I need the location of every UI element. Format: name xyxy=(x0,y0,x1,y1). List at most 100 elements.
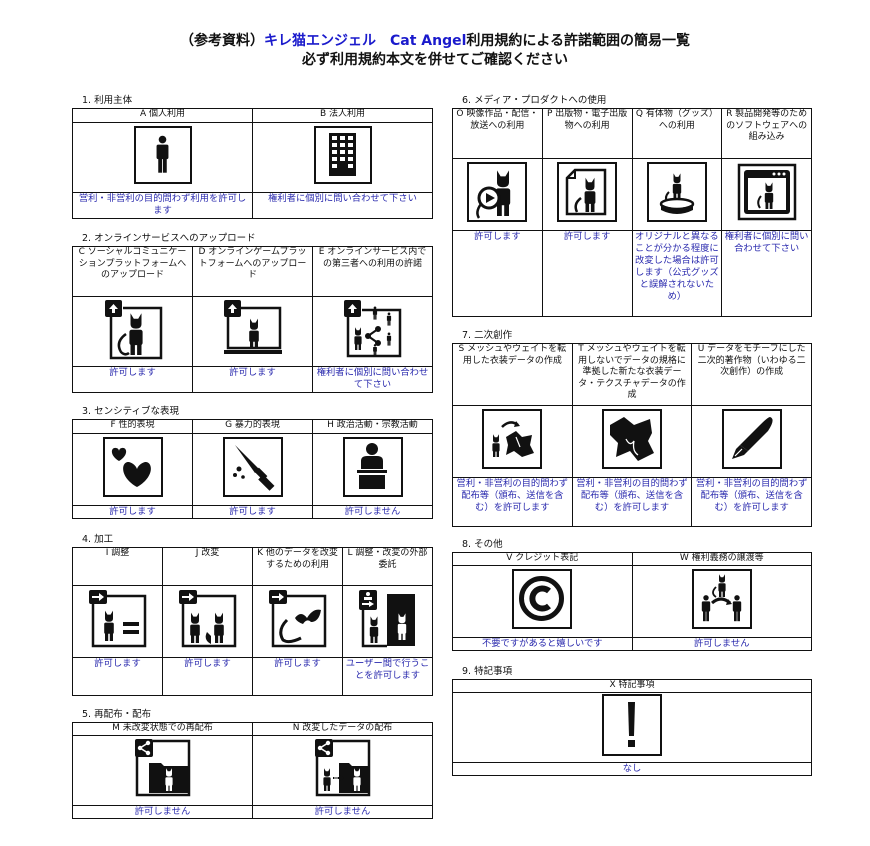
permission-table: M 未改変状態での再配布 N 改変したデータの配布 xyxy=(72,722,433,819)
permission-table: A 個人利用 B 法人利用 営利・非営利の目的問わず利用を xyxy=(72,108,433,219)
answer-x: なし xyxy=(452,762,812,776)
upload-avatar-icon xyxy=(102,298,163,361)
answer-h: 許可しません xyxy=(312,505,433,519)
section-redistribution: 5. 再配布・配布 M 未改変状態での再配布 N 改変したデータの配布 xyxy=(72,708,433,819)
answer-w: 許可しません xyxy=(631,637,812,651)
section-label: 4. 加工 xyxy=(82,534,114,545)
section-processing: 4. 加工 I 調整 J 改変 K 他のデータを改変するための利用 L 調整・改… xyxy=(72,533,433,696)
upload-monitor-icon xyxy=(221,298,284,361)
answer-p: 許可します xyxy=(541,230,633,317)
knife-icon xyxy=(222,437,283,498)
answer-t: 営利・非営利の目的問わず配布等（頒布、送信を含む）を許可します xyxy=(571,477,693,527)
item-title-o: O 映像作品・配信・放送への利用 xyxy=(452,108,543,159)
item-title-v: V クレジット表記 xyxy=(452,552,633,566)
costume-convert-icon xyxy=(482,409,543,470)
item-title-c: C ソーシャルコミュニケーションプラットフォームへのアップロード xyxy=(72,246,193,297)
hearts-icon xyxy=(102,437,163,498)
section-label: 5. 再配布・配布 xyxy=(82,709,152,720)
modify-icon xyxy=(176,588,239,651)
answer-j: 許可します xyxy=(162,657,253,696)
answer-s: 営利・非営利の目的問わず配布等（頒布、送信を含む）を許可します xyxy=(452,477,573,527)
item-title-a: A 個人利用 xyxy=(72,108,253,123)
answer-g: 許可します xyxy=(192,505,313,519)
pen-nib-icon xyxy=(721,409,782,470)
item-title-s: S メッシュやウェイトを転用した衣装データの作成 xyxy=(452,343,573,406)
answer-n: 許可しません xyxy=(252,805,433,819)
answer-c: 許可します xyxy=(72,366,193,393)
answer-a: 営利・非営利の目的問わず利用を許可します xyxy=(72,192,253,219)
exclamation-icon xyxy=(602,694,662,757)
section-label: 3. センシティブな表現 xyxy=(82,406,180,417)
title-prefix: （参考資料） xyxy=(180,33,264,49)
outsource-icon xyxy=(356,588,419,651)
share-folder-icon xyxy=(132,737,193,800)
permission-table: V クレジット表記 W 権利義務の譲渡等 不要ですがあると嬉 xyxy=(452,552,812,651)
permission-table: F 性的表現 G 暴力的表現 H 政治活動・宗教活動 xyxy=(72,419,433,519)
document-icon xyxy=(557,162,618,223)
figure-stand-icon xyxy=(646,162,707,223)
page-subtitle: 必ず利用規約本文を併せてご確認ください xyxy=(302,52,568,68)
answer-m: 許可しません xyxy=(72,805,253,819)
section-online-upload: 2. オンラインサービスへのアップロード C ソーシャルコミュニケーションプラッ… xyxy=(72,232,433,393)
answer-r: 権利者に個別に問い合わせて下さい xyxy=(721,230,812,317)
share-modified-folder-icon xyxy=(312,737,373,800)
person-icon xyxy=(133,126,192,185)
section-label: 9. 特記事項 xyxy=(462,666,513,677)
item-title-u: U データをモチーフにした二次的著作物（いわゆる二次創作）の作成 xyxy=(691,343,812,406)
item-title-r: R 製品開発等のためのソフトウェアへの組み込み xyxy=(721,108,812,159)
item-title-m: M 未改変状態での再配布 xyxy=(72,722,253,736)
section-label: 8. その他 xyxy=(462,539,503,550)
item-title-w: W 権利義務の譲渡等 xyxy=(631,552,812,566)
permission-table: O 映像作品・配信・放送への利用 P 出版物・電子出版物への利用 Q 有体物（グ… xyxy=(452,108,812,317)
answer-k: 許可します xyxy=(252,657,343,696)
section-label: 7. 二次創作 xyxy=(462,330,513,341)
item-title-j: J 改変 xyxy=(162,547,253,586)
app-window-icon xyxy=(735,162,798,223)
answer-i: 許可します xyxy=(72,657,163,696)
answer-o: 許可します xyxy=(452,230,543,317)
answer-l: ユーザー間で行うことを許可します xyxy=(342,657,433,696)
item-title-h: H 政治活動・宗教活動 xyxy=(312,419,433,434)
item-title-x: X 特記事項 xyxy=(452,679,812,693)
podium-icon xyxy=(342,437,403,498)
section-label: 6. メディア・プロダクトへの使用 xyxy=(462,95,607,106)
item-title-b: B 法人利用 xyxy=(252,108,433,123)
answer-u: 営利・非営利の目的問わず配布等（頒布、送信を含む）を許可します xyxy=(691,477,812,527)
upload-share-icon xyxy=(341,298,404,361)
title-suffix: 利用規約による許諾範囲の簡易一覧 xyxy=(466,33,690,49)
building-icon xyxy=(313,126,372,185)
answer-b: 権利者に個別に問い合わせて下さい xyxy=(252,192,433,219)
permission-table: S メッシュやウェイトを転用した衣装データの作成 T メッシュやウェイトを転用し… xyxy=(452,343,812,527)
item-title-n: N 改変したデータの配布 xyxy=(252,722,433,736)
answer-q: オリジナルと異なることが分かる程度に改変した場合は許可します（公式グッズと誤解さ… xyxy=(631,230,723,317)
video-play-icon xyxy=(467,162,528,223)
permission-table: X 特記事項 なし xyxy=(452,679,812,776)
permission-table: I 調整 J 改変 K 他のデータを改変するための利用 L 調整・改変の外部委託 xyxy=(72,547,433,696)
parts-icon xyxy=(266,588,329,651)
copyright-icon xyxy=(512,569,573,630)
permission-table: C ソーシャルコミュニケーションプラットフォームへのアップロード D オンライン… xyxy=(72,246,433,393)
section-sensitive: 3. センシティブな表現 F 性的表現 G 暴力的表現 H 政治活動・宗教活動 xyxy=(72,405,433,519)
item-title-p: P 出版物・電子出版物への利用 xyxy=(541,108,633,159)
section-media-products: 6. メディア・プロダクトへの使用 O 映像作品・配信・放送への利用 P 出版物… xyxy=(452,94,812,317)
section-other: 8. その他 V クレジット表記 W 権利義務の譲渡等 xyxy=(452,538,812,651)
brand-name: キレ猫エンジェル Cat Angel xyxy=(264,33,467,49)
transfer-icon xyxy=(691,569,752,630)
item-title-d: D オンラインゲームプラットフォームへのアップロード xyxy=(192,246,313,297)
answer-f: 許可します xyxy=(72,505,193,519)
item-title-q: Q 有体物（グッズ）への利用 xyxy=(631,108,723,159)
section-label: 1. 利用主体 xyxy=(82,95,133,106)
answer-d: 許可します xyxy=(192,366,313,393)
answer-v: 不要ですがあると嬉しいです xyxy=(452,637,633,651)
costume-icon xyxy=(601,409,662,470)
section-special-notes: 9. 特記事項 X 特記事項 なし xyxy=(452,665,812,776)
item-title-k: K 他のデータを改変するための利用 xyxy=(252,547,343,586)
item-title-e: E オンラインサービス内での第三者への利用の許諾 xyxy=(312,246,433,297)
section-usage-subject: 1. 利用主体 A 個人利用 B 法人利用 xyxy=(72,94,433,219)
item-title-i: I 調整 xyxy=(72,547,163,586)
answer-e: 権利者に個別に問い合わせて下さい xyxy=(312,366,433,393)
adjust-icon xyxy=(86,588,149,651)
section-derivative-works: 7. 二次創作 S メッシュやウェイトを転用した衣装データの作成 T メッシュや… xyxy=(452,329,812,527)
item-title-f: F 性的表現 xyxy=(72,419,193,434)
item-title-l: L 調整・改変の外部委託 xyxy=(342,547,433,586)
